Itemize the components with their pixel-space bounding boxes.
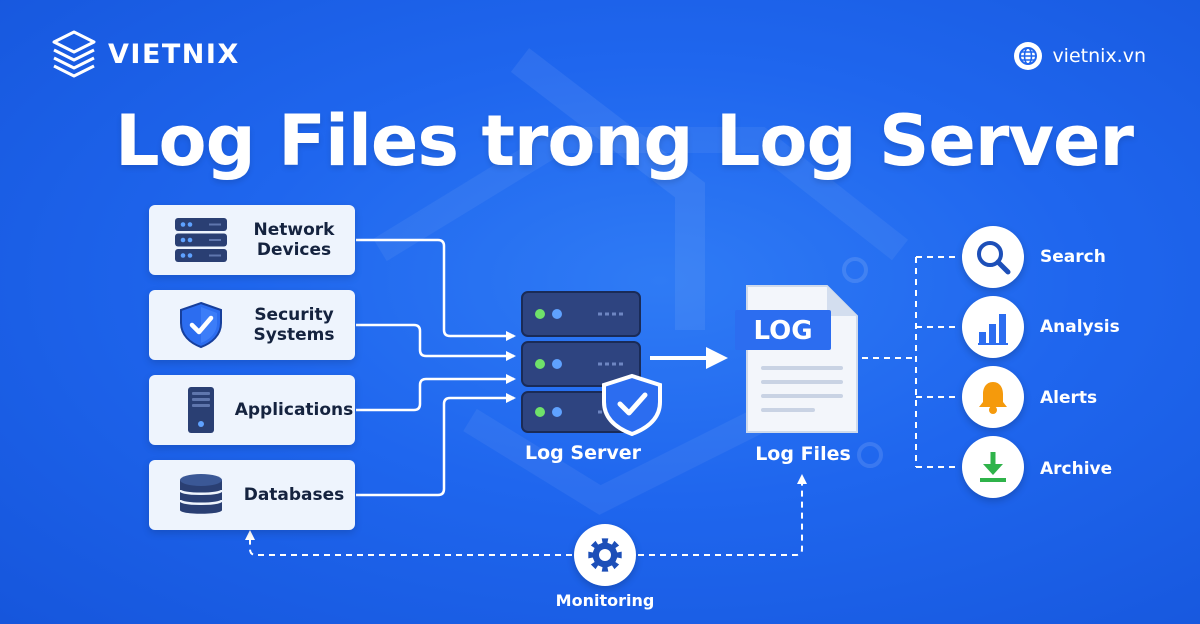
monitoring-button[interactable] — [574, 524, 636, 586]
shield-check-icon — [602, 373, 662, 437]
output-label-analysis: Analysis — [1040, 317, 1120, 337]
source-label: Security Systems — [253, 305, 335, 345]
network-rack-icon — [175, 218, 227, 262]
page-title: Log Files trong Log Server — [114, 100, 1134, 182]
alerts-button[interactable] — [962, 366, 1024, 428]
website-url: vietnix.vn — [1052, 45, 1146, 67]
bell-icon — [979, 382, 1007, 414]
server-tower-icon — [188, 387, 214, 433]
source-label: Applications — [234, 400, 354, 420]
source-label: Databases — [243, 485, 345, 505]
source-card-network-devices: Network Devices — [149, 205, 355, 275]
log-server-label: Log Server — [525, 442, 641, 464]
source-card-databases: Databases — [149, 460, 355, 530]
output-label-search: Search — [1040, 247, 1106, 267]
analysis-button[interactable] — [962, 296, 1024, 358]
shield-check-icon — [180, 301, 222, 349]
log-files-label: Log Files — [755, 443, 851, 465]
archive-button[interactable] — [962, 436, 1024, 498]
bar-chart-icon — [978, 314, 1008, 345]
source-card-security-systems: Security Systems — [149, 290, 355, 360]
magnifier-icon — [977, 241, 1011, 275]
document-icon: LOG — [735, 285, 858, 433]
vietnix-logo-icon — [52, 30, 96, 78]
source-card-applications: Applications — [149, 375, 355, 445]
brand-logo[interactable]: VIETNIX — [50, 28, 240, 80]
log-badge-text: LOG — [753, 316, 812, 346]
search-button[interactable] — [962, 226, 1024, 288]
website-link[interactable]: vietnix.vn — [1014, 42, 1146, 70]
server-stack-icon — [521, 291, 662, 437]
gear-icon — [588, 538, 622, 572]
monitoring-label: Monitoring — [555, 591, 655, 610]
output-label-alerts: Alerts — [1040, 388, 1098, 408]
source-label: Network Devices — [253, 220, 335, 260]
download-icon — [980, 452, 1006, 482]
output-label-archive: Archive — [1040, 459, 1113, 479]
brand-name: VIETNIX — [108, 38, 240, 70]
database-icon — [178, 474, 224, 514]
globe-icon — [1014, 42, 1043, 70]
